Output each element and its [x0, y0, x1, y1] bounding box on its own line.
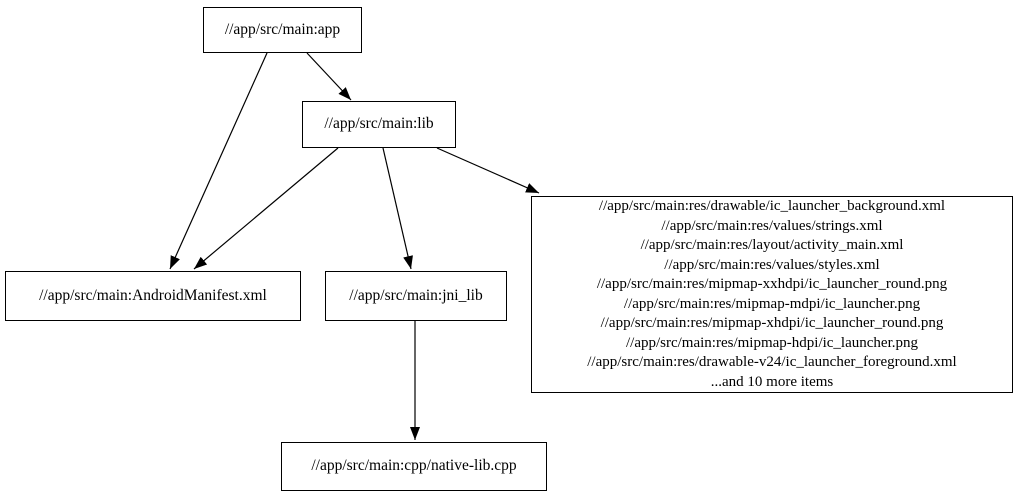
node-jni-lib-label: //app/src/main:jni_lib — [349, 286, 483, 304]
edge-lib-to-jni-lib — [382, 147, 413, 270]
node-android-manifest: //app/src/main:AndroidManifest.xml — [5, 271, 301, 321]
edge-lib-to-res-files — [436, 147, 540, 194]
edge-lib-to-android-manifest — [193, 147, 339, 270]
node-native-lib-cpp: //app/src/main:cpp/native-lib.cpp — [281, 442, 547, 491]
res-file-line: ...and 10 more items — [710, 373, 834, 390]
node-app: //app/src/main:app — [203, 7, 362, 53]
res-file-line: //app/src/main:res/mipmap-hdpi/ic_launch… — [625, 334, 918, 351]
res-file-line: //app/src/main:res/mipmap-xxhdpi/ic_laun… — [596, 276, 948, 292]
edge-app-to-android-manifest — [169, 52, 268, 270]
res-file-line: //app/src/main:res/mipmap-mdpi/ic_launch… — [623, 295, 921, 312]
node-lib-label: //app/src/main:lib — [324, 115, 434, 133]
edge-app-to-lib — [306, 52, 352, 101]
res-file-line: //app/src/main:res/drawable-v24/ic_launc… — [587, 354, 957, 370]
node-res-files: //app/src/main:res/drawable/ic_launcher_… — [531, 196, 1013, 393]
res-file-line: //app/src/main:res/values/styles.xml — [664, 256, 880, 273]
node-app-label: //app/src/main:app — [224, 20, 341, 38]
res-file-line: //app/src/main:res/layout/activity_main.… — [640, 237, 904, 253]
node-android-manifest-label: //app/src/main:AndroidManifest.xml — [39, 286, 267, 304]
res-file-line: //app/src/main:res/drawable/ic_launcher_… — [598, 198, 946, 214]
node-lib: //app/src/main:lib — [302, 101, 456, 148]
node-native-lib-cpp-label: //app/src/main:cpp/native-lib.cpp — [311, 457, 517, 475]
res-file-line: //app/src/main:res/values/strings.xml — [661, 217, 883, 234]
node-jni-lib: //app/src/main:jni_lib — [325, 271, 507, 321]
res-file-line: //app/src/main:res/mipmap-xhdpi/ic_launc… — [600, 315, 944, 331]
